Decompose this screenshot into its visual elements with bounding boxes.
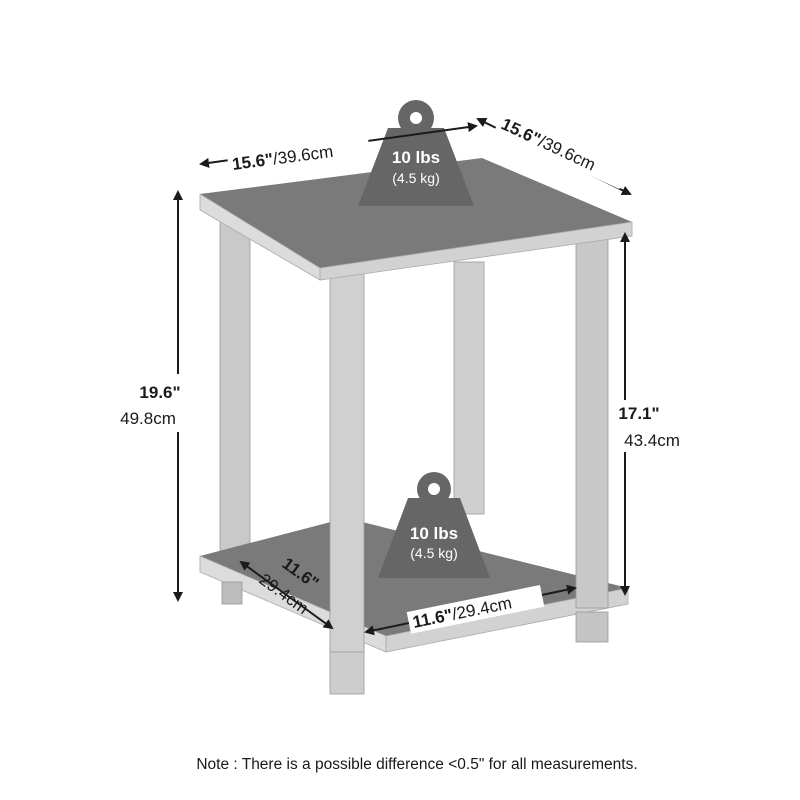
foot-left — [221, 581, 243, 605]
weight-top-kg: (4.5 kg) — [392, 170, 439, 186]
front-right-leg — [575, 235, 609, 609]
weight-shelf-kg: (4.5 kg) — [410, 545, 457, 561]
weight-shelf-lbs: 10 lbs — [410, 524, 458, 543]
front-left-leg — [329, 271, 365, 653]
total-height-inches: 19.6" — [139, 383, 180, 402]
svg-text:15.6"/39.6cm: 15.6"/39.6cm — [498, 114, 598, 174]
weight-top-lbs: 10 lbs — [392, 148, 440, 167]
shelf-height-cm: 43.4cm — [624, 431, 680, 450]
measurement-note: Note : There is a possible difference <0… — [196, 756, 638, 773]
tabletop-edge-right — [319, 221, 633, 281]
top-depth-cm: /39.6cm — [536, 132, 599, 175]
top-width-label: 15.6"/39.6cm — [226, 135, 371, 176]
weight-icon-shelf: 10 lbs (4.5 kg) — [378, 472, 490, 578]
total-height-cm: 49.8cm — [120, 409, 176, 428]
top-width-cm: /39.6cm — [272, 142, 334, 169]
back-right-leg — [453, 261, 485, 515]
shelf-height-inches: 17.1" — [618, 404, 659, 423]
shelf-depth-arrow — [239, 560, 334, 630]
weight-icon-top: 10 lbs (4.5 kg) — [358, 100, 474, 206]
foot-right — [575, 611, 609, 643]
back-left-leg — [219, 219, 251, 563]
